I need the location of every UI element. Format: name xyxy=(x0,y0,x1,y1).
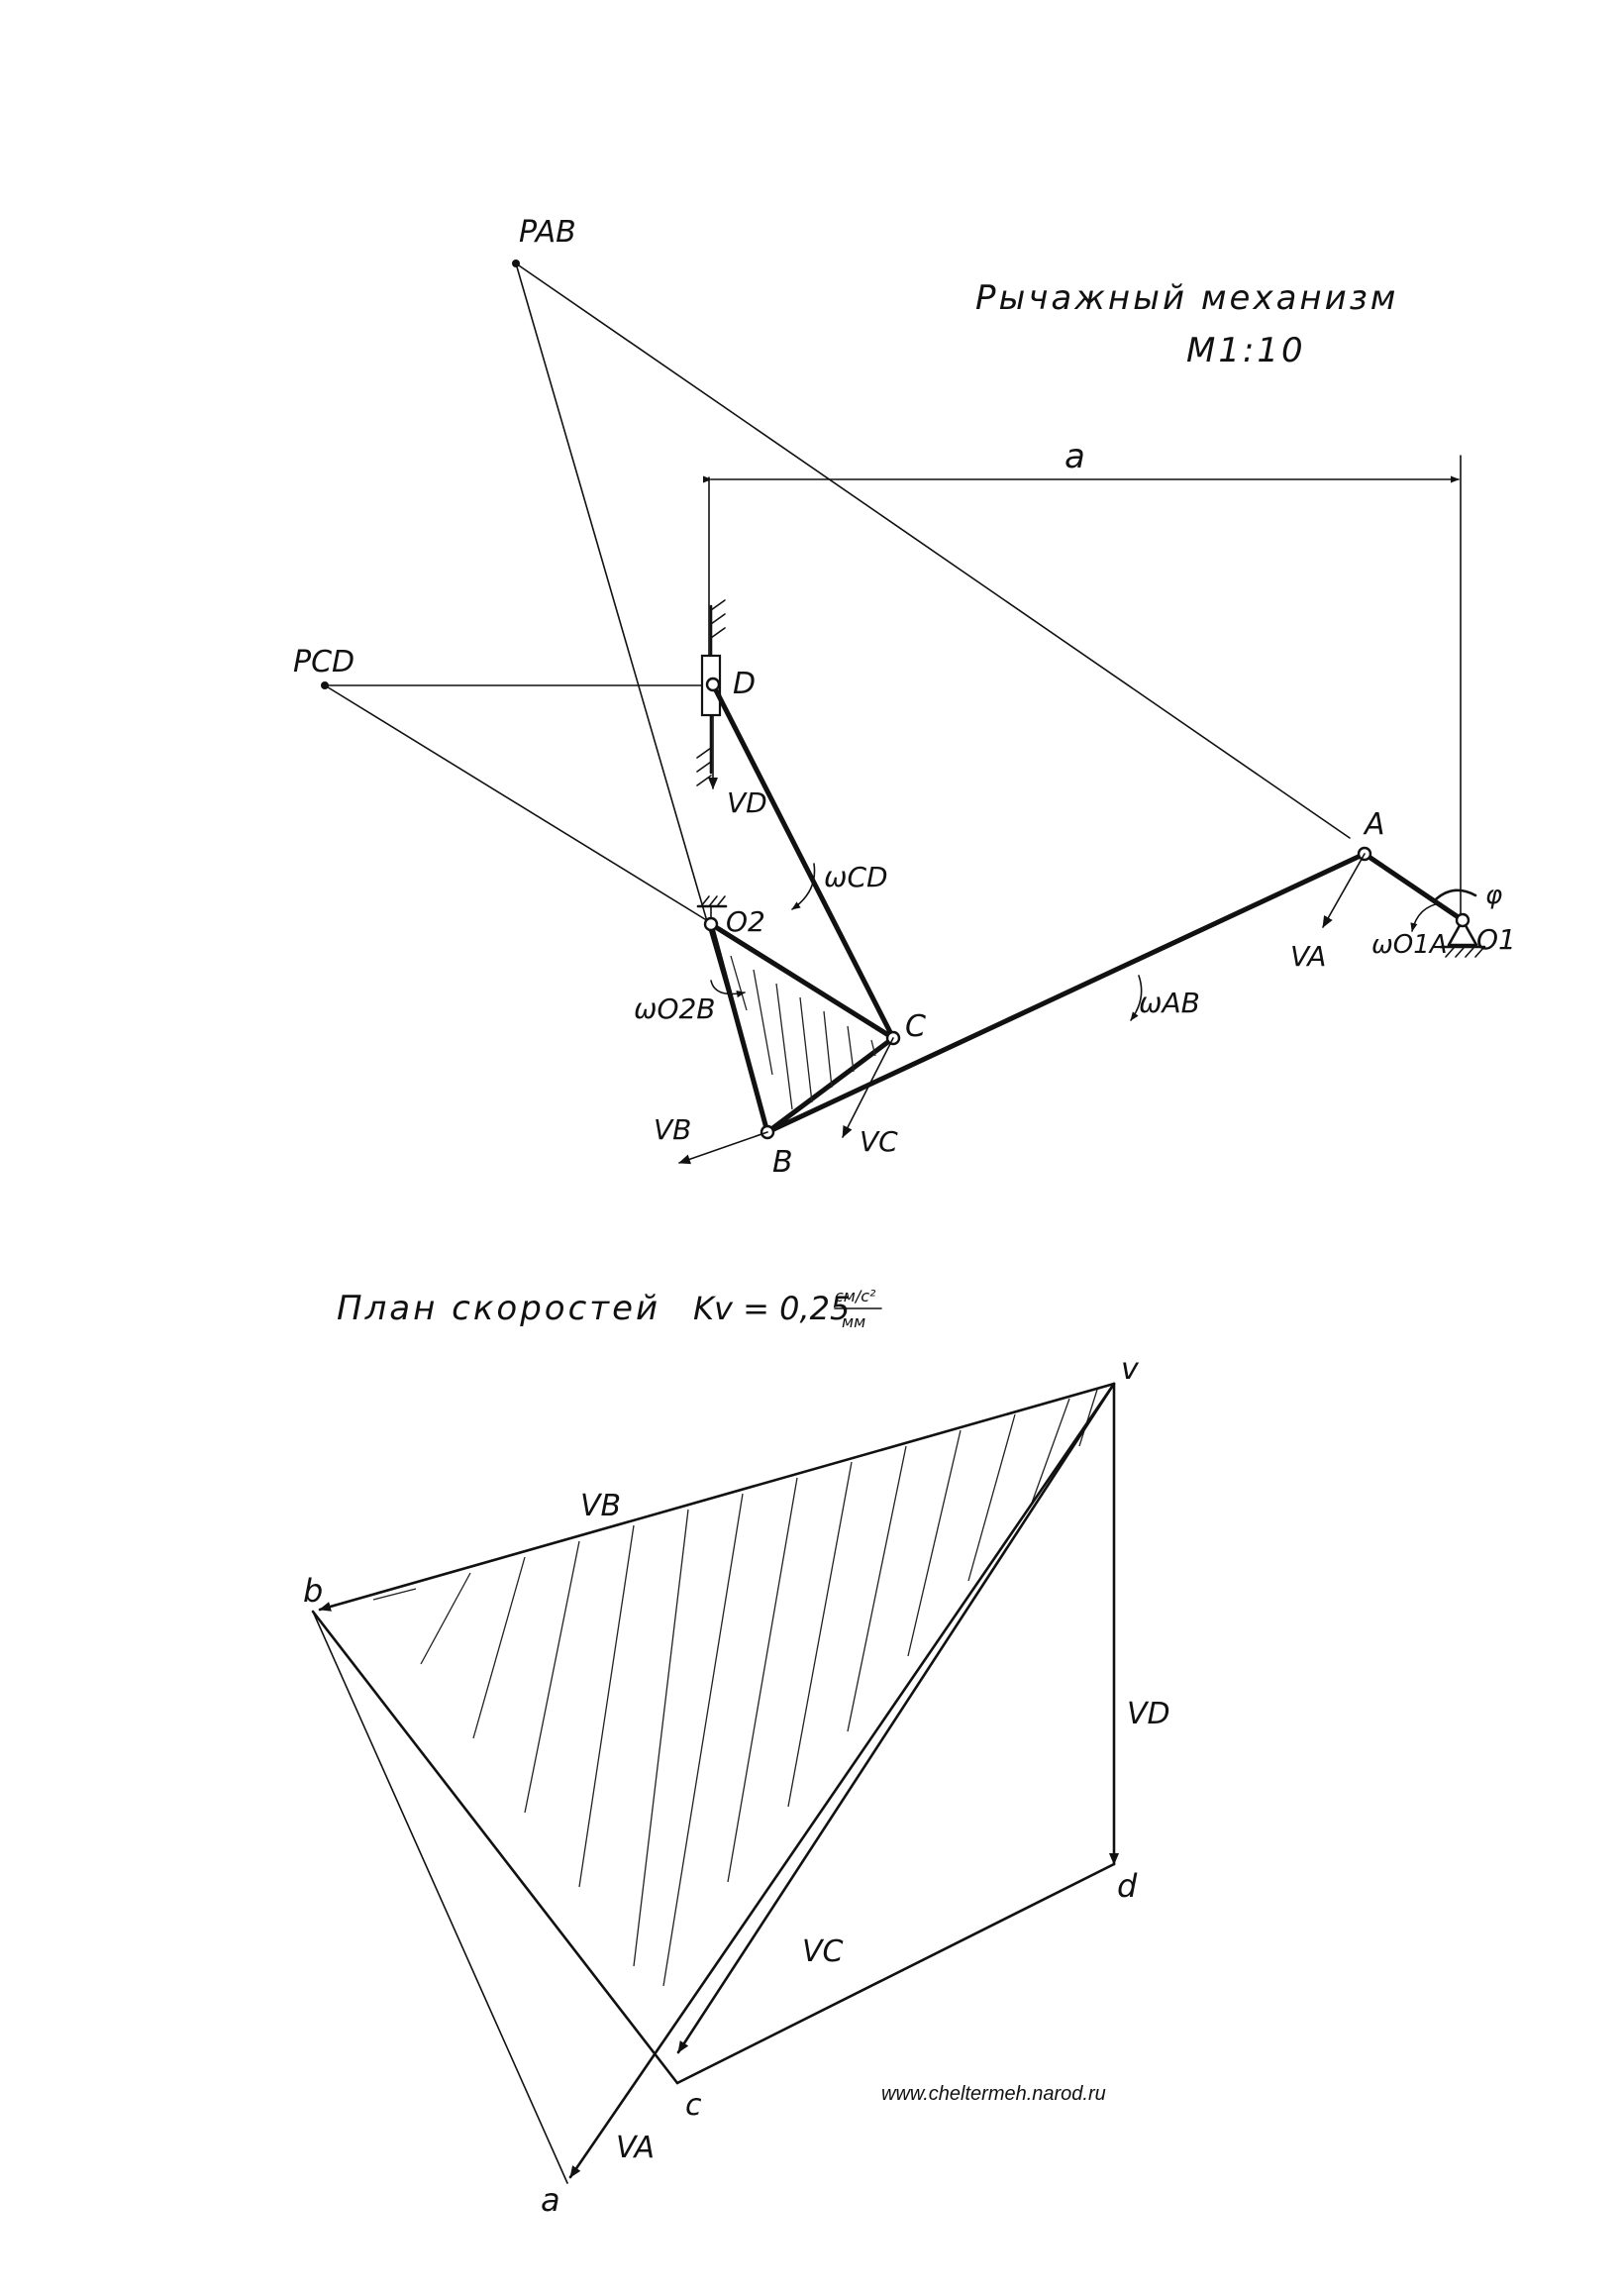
plan-title: План скоростей xyxy=(337,1289,660,1328)
slider-guide xyxy=(696,599,726,786)
label-vd: VD xyxy=(727,786,767,819)
plan-scale-unit-den: мм xyxy=(842,1312,865,1331)
plan-vb-label: VB xyxy=(580,1489,621,1523)
link-o2b xyxy=(708,921,770,1135)
label-phi: φ xyxy=(1485,881,1502,910)
joint-o1 xyxy=(1455,912,1470,928)
label-d: D xyxy=(733,667,756,701)
label-vc: VC xyxy=(860,1125,898,1158)
pole-pab-dot xyxy=(512,260,520,267)
plan-va-label: VA xyxy=(616,2131,655,2165)
dimension-a: a xyxy=(702,437,1462,927)
watermark-url: www.cheltermeh.narod.ru xyxy=(881,2083,1106,2105)
vector-vc xyxy=(842,1037,894,1138)
label-wcd: ωCD xyxy=(824,861,888,893)
label-o2: O2 xyxy=(726,905,765,938)
label-wo2b: ωO2B xyxy=(634,992,716,1025)
arc-wo2b xyxy=(710,980,746,998)
label-b: B xyxy=(772,1145,793,1180)
construction-lines xyxy=(324,262,1351,1137)
vector-vb xyxy=(678,1131,768,1165)
label-va: VA xyxy=(1290,940,1326,973)
dimension-label: a xyxy=(1064,437,1085,476)
plan-vector-vb xyxy=(318,1382,1116,1612)
crank-o1a xyxy=(1362,851,1466,923)
label-wo1a: ωO1A xyxy=(1371,930,1448,960)
mechanism-scale: М1:10 xyxy=(1186,331,1306,370)
joint-d xyxy=(705,677,721,692)
plan-hatching xyxy=(372,1389,1098,1987)
label-c: C xyxy=(905,1009,926,1044)
plan-line-dc xyxy=(675,1862,1116,2085)
label-o1: O1 xyxy=(1476,923,1516,956)
arc-wcd xyxy=(791,863,816,910)
vector-va xyxy=(1322,853,1366,928)
crank-angle-arc xyxy=(1434,888,1477,901)
plan-label-b: b xyxy=(303,1572,323,1610)
link-ab xyxy=(764,851,1368,1135)
plan-scale-unit-num: см/с² xyxy=(835,1287,876,1305)
mechanism-title: Рычажный механизм xyxy=(975,278,1398,318)
plan-label-d: d xyxy=(1117,1867,1138,1905)
links xyxy=(708,681,1466,1135)
mechanism-drawing: Рычажный механизм М1:10 a PAB PCD xyxy=(293,215,1516,1180)
link-o2c xyxy=(708,921,896,1041)
plan-line-ba xyxy=(312,1611,568,2184)
velocity-plan: План скоростей Kv = 0,25 см/с² мм xyxy=(303,1287,1170,2219)
plan-label-v: v xyxy=(1121,1352,1140,1387)
pole-pcd-dot xyxy=(321,681,329,689)
plan-vector-vc xyxy=(676,1382,1116,2054)
arc-wo1a xyxy=(1410,902,1442,932)
plan-label-c: c xyxy=(685,2088,702,2123)
plan-vd-label: VD xyxy=(1127,1697,1170,1731)
pole-pcd-label: PCD xyxy=(293,645,355,679)
rocker-hatching xyxy=(730,955,876,1110)
plan-line-bc xyxy=(311,1610,679,2085)
pole-pab-label: PAB xyxy=(519,215,576,250)
plan-scale: Kv = 0,25 xyxy=(693,1290,850,1327)
ground-o1 xyxy=(1439,918,1486,958)
link-cd xyxy=(710,681,896,1041)
label-vb: VB xyxy=(654,1113,691,1146)
joint-o2 xyxy=(703,916,719,932)
arc-wab xyxy=(1130,975,1143,1021)
plan-vector-va xyxy=(568,1382,1116,2179)
plan-vc-label: VC xyxy=(802,1934,844,1969)
link-bc xyxy=(764,1035,896,1135)
plan-label-a: a xyxy=(541,2181,560,2219)
label-a: A xyxy=(1363,807,1385,842)
label-wab: ωAB xyxy=(1139,987,1200,1019)
